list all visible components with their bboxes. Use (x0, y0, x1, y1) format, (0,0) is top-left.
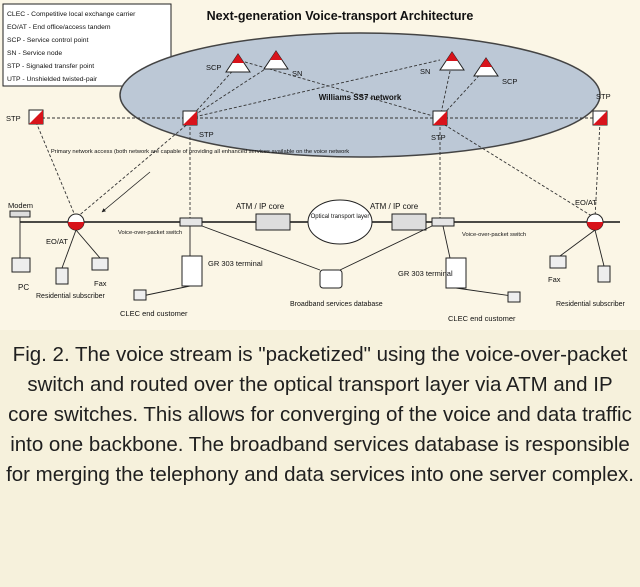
stp-node-left-outer (28, 109, 44, 125)
modem-label: Modem (8, 201, 33, 210)
clec-icon-right (507, 291, 521, 303)
legend-item: CLEC - Competitive local exchange carrie… (7, 11, 136, 18)
optical-label: Optical transport layer (311, 214, 370, 220)
legend-item: STP - Signaled transfer point (7, 63, 94, 70)
atm-ip-core-right (391, 213, 427, 231)
res-link-right (594, 229, 605, 267)
modem-icon (9, 210, 31, 218)
legend-item: SN - Service node (7, 50, 62, 57)
figure-caption: Fig. 2. The voice stream is "packetized"… (0, 330, 640, 587)
legend-item: UTP - Unshielded twisted-pair (7, 76, 98, 83)
res-label-left: Residential subscriber (36, 293, 106, 300)
res-link-left (61, 229, 77, 269)
pc-icon (11, 257, 31, 273)
architecture-figure: Next-generation Voice-transport Architec… (0, 0, 640, 330)
gr-label-left: GR 303 terminal (208, 259, 263, 268)
scp-node-left (225, 53, 251, 73)
stp-label: STP (199, 130, 214, 139)
vop-label-left: Voice-over-packet switch (118, 230, 182, 236)
bsd-link-right (339, 225, 433, 271)
stp-label: STP (596, 92, 611, 101)
sn-label-right: SN (420, 67, 430, 76)
stp-label: STP (6, 114, 21, 123)
clec-label-right: CLEC end customer (448, 314, 516, 323)
gr-label-right: GR 303 terminal (398, 269, 453, 278)
scp-label-right: SCP (502, 77, 517, 86)
eoat-node-right (586, 213, 604, 231)
clec-icon-left (133, 289, 147, 301)
sn-node-left (263, 50, 289, 70)
res-label-right: Residential subscriber (556, 301, 626, 308)
architecture-diagram: Next-generation Voice-transport Architec… (2, 3, 626, 323)
eoat-label-left: EO/AT (46, 237, 68, 246)
pc-label: PC (18, 283, 29, 292)
fax-icon-left (91, 257, 109, 271)
clec-link-left (141, 285, 191, 297)
vop-switch-left (179, 217, 203, 227)
scp-node-right (473, 57, 499, 77)
bsd-icon (319, 269, 343, 289)
phone-icon-right (597, 265, 611, 283)
vop-switch-right (431, 217, 455, 227)
gr-link-right (442, 225, 451, 259)
legend-item: SCP - Service control point (7, 37, 89, 44)
phone-icon-left (55, 267, 69, 285)
fax-link-left (75, 229, 101, 259)
note-arrow (101, 171, 151, 213)
access-note: Primary network access (both network are… (51, 149, 349, 155)
stp-node-right-inner (432, 110, 448, 126)
stp-node-left-inner (182, 110, 198, 126)
access-note-text: Primary network access (both network are… (51, 149, 349, 155)
legend-box: CLEC - Competitive local exchange carrie… (2, 3, 172, 87)
fax-link-right (559, 229, 596, 257)
signaling-links (35, 59, 601, 219)
bsd-link-left (201, 225, 321, 271)
gr303-terminal-left (181, 255, 203, 287)
bsd-label: Broadband services database (290, 301, 383, 308)
eoat-node-left (67, 213, 85, 231)
sn-node-right (439, 51, 465, 71)
eoat-label-right: EO/AT (575, 198, 597, 207)
ss7-cloud-label: Williams SS7 network (319, 93, 402, 102)
fax-label-left: Fax (94, 279, 107, 288)
fax-label-right: Fax (548, 275, 561, 284)
stp-node-right-outer (592, 110, 608, 126)
atm-label-right: ATM / IP core (370, 202, 419, 211)
diagram-title: Next-generation Voice-transport Architec… (207, 9, 474, 23)
caption-text: Fig. 2. The voice stream is "packetized"… (6, 343, 634, 486)
atm-ip-core-left (255, 213, 291, 231)
legend-item: EO/AT - End office/access tandem (7, 24, 111, 31)
scp-label-left: SCP (206, 63, 221, 72)
stp-label: STP (431, 133, 446, 142)
atm-label-left: ATM / IP core (236, 202, 285, 211)
optical-transport-cloud (307, 199, 373, 245)
fax-icon-right (549, 255, 567, 269)
vop-label-right: Voice-over-packet switch (462, 232, 526, 238)
sn-label-left: SN (292, 69, 302, 78)
clec-link-right (455, 287, 513, 297)
clec-label-left: CLEC end customer (120, 309, 188, 318)
